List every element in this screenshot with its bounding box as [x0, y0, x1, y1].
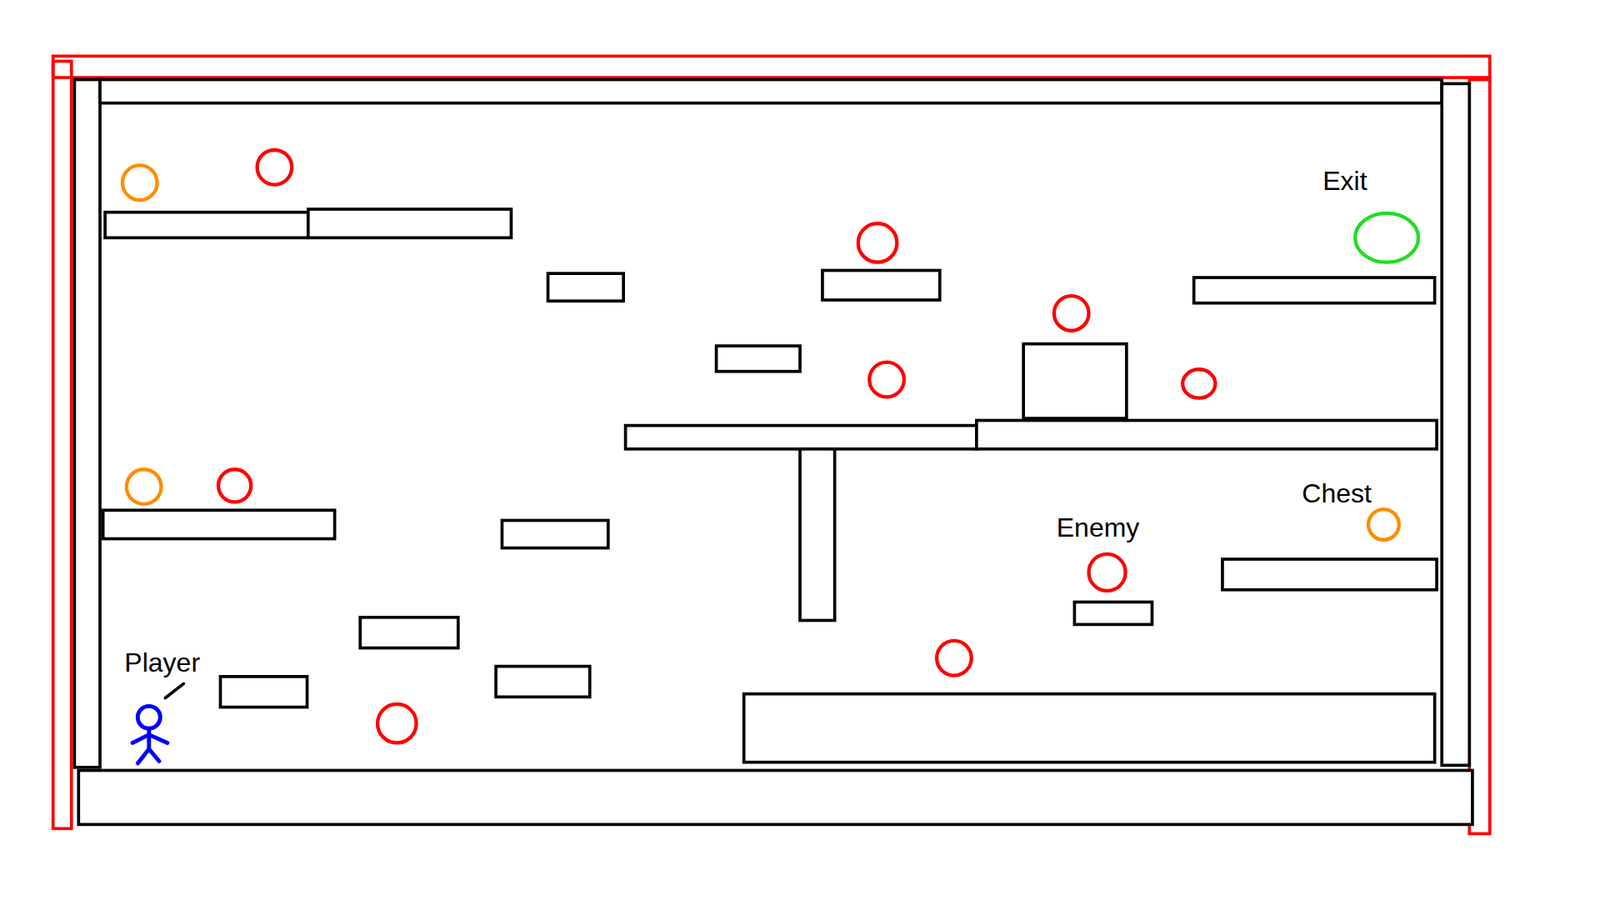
- chest-marker: [126, 469, 162, 505]
- platform: [1194, 277, 1435, 304]
- player-figure: [132, 705, 168, 764]
- enemy-marker: [858, 223, 898, 263]
- block: [1023, 344, 1127, 419]
- enemy-marker: [1054, 295, 1090, 331]
- ceiling: [100, 80, 1442, 104]
- wall: [1441, 83, 1470, 765]
- leader-line: [165, 683, 184, 698]
- platform: [105, 212, 309, 239]
- platform: [220, 676, 307, 708]
- enemy-marker: [1089, 554, 1126, 591]
- platform: [976, 420, 1437, 449]
- map-label: Chest: [1300, 479, 1374, 509]
- floor: [78, 770, 1473, 825]
- player-arms: [132, 735, 168, 744]
- player-legs: [137, 749, 160, 764]
- platform: [744, 694, 1435, 763]
- platform: [822, 270, 940, 300]
- map-label: Enemy: [1055, 514, 1142, 544]
- platform: [625, 425, 977, 450]
- platform: [548, 273, 625, 301]
- pillar: [800, 449, 835, 621]
- bounds-frame: [53, 60, 72, 829]
- chest-marker: [122, 165, 158, 200]
- chest-marker: [1368, 509, 1400, 540]
- enemy-marker: [1182, 369, 1215, 398]
- player-head: [137, 705, 160, 729]
- map-label: Exit: [1320, 166, 1369, 196]
- enemy-marker: [936, 640, 972, 676]
- enemy-marker: [257, 150, 293, 185]
- wall: [74, 80, 100, 768]
- platform: [1074, 601, 1152, 625]
- enemy-marker: [218, 469, 251, 502]
- exit-marker: [1355, 213, 1419, 263]
- platform: [501, 520, 608, 548]
- platform: [103, 510, 335, 539]
- platform: [1222, 559, 1437, 590]
- bounds-frame: [1469, 80, 1490, 835]
- map-label: Player: [122, 648, 202, 678]
- platform: [716, 345, 800, 372]
- enemy-marker: [377, 704, 417, 744]
- platform: [308, 209, 512, 238]
- platform: [495, 666, 590, 698]
- platform: [360, 617, 459, 649]
- bounds-frame: [53, 55, 1490, 78]
- enemy-marker: [869, 362, 905, 398]
